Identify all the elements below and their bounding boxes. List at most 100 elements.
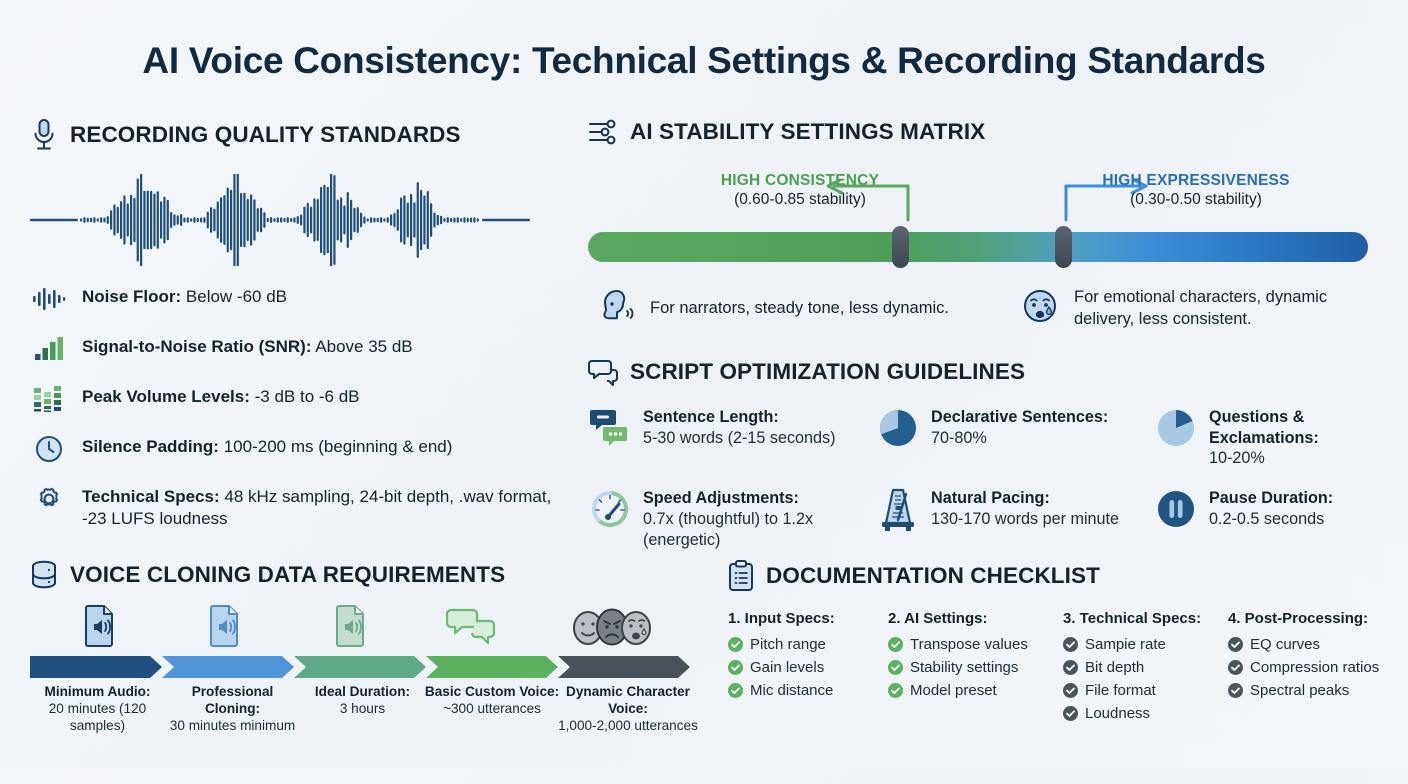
item-value: Below -60 dB	[185, 287, 288, 306]
guideline-text: Sentence Length: 5-30 words (2-15 second…	[643, 406, 836, 448]
arrow-left-icon	[826, 180, 910, 222]
speech-bubbles-icon	[588, 358, 618, 386]
checklist-item-label: Model preset	[910, 682, 997, 699]
check-circle-icon	[1228, 660, 1243, 675]
stage-key: Professional Cloning:	[191, 684, 274, 716]
guideline-value: 5-30 words (2-15 seconds)	[643, 428, 836, 447]
audio-waveform	[30, 166, 570, 274]
check-circle-icon	[888, 660, 903, 675]
guideline-key: Natural Pacing:	[931, 489, 1050, 508]
voice-cloning-header: VOICE CLONING DATA REQUIREMENTS	[30, 560, 710, 590]
documentation-checklist-title: DOCUMENTATION CHECKLIST	[766, 563, 1100, 588]
expressiveness-knob[interactable]	[1055, 226, 1072, 268]
label-subtitle: (0.30-0.50 stability)	[1130, 191, 1262, 208]
checklist-item[interactable]: File format	[1063, 682, 1228, 699]
item-key: Silence Padding:	[82, 437, 219, 456]
checklist-item[interactable]: EQ curves	[1228, 636, 1388, 653]
checklist-item[interactable]: Loudness	[1063, 705, 1228, 722]
check-circle-icon	[728, 683, 743, 698]
stage-label-ideal-duration: Ideal Duration: 3 hours	[295, 684, 430, 718]
script-optimization-header: SCRIPT OPTIMIZATION GUIDELINES	[588, 358, 1378, 386]
checklist-item[interactable]: Bit depth	[1063, 659, 1228, 676]
checklist-item[interactable]: Model preset	[888, 682, 1063, 699]
persona-narrator: For narrators, steady tone, less dynamic…	[594, 284, 949, 333]
peak-meter-icon	[30, 384, 68, 414]
stage-label-professional-cloning: Professional Cloning: 30 minutes minimum	[165, 684, 300, 735]
recording-quality-list: Noise Floor: Below -60 dB Signal-to-Nois…	[30, 284, 570, 531]
voice-cloning-section: VOICE CLONING DATA REQUIREMENTS	[19, 560, 710, 784]
checklist-column-title: 4. Post-Processing:	[1228, 610, 1369, 627]
gear-icon	[30, 484, 68, 514]
guideline-value: 130-170 words per minute	[931, 509, 1120, 528]
checklist-item-label: Loudness	[1085, 705, 1151, 722]
item-value: 48 kHz sampling, 24-bit depth, .wav form…	[82, 487, 552, 529]
guideline-key: Sentence Length:	[643, 408, 779, 426]
guideline-text: Natural Pacing: 130-170 words per minute	[931, 487, 1119, 529]
stage-icon-minimum-audio	[70, 604, 130, 653]
metronome-icon	[876, 487, 920, 532]
stage-value: 3 hours	[339, 700, 386, 716]
stability-slider[interactable]	[588, 226, 1378, 268]
list-item-text: Noise Floor: Below -60 dB	[82, 284, 287, 308]
consistency-knob[interactable]	[892, 226, 909, 268]
stage-label-basic-custom-voice: Basic Custom Voice: ~300 utterances	[422, 684, 562, 718]
checklist-item-label: File format	[1085, 682, 1156, 699]
stability-matrix-section: AI STABILITY SETTINGS MATRIX HIGH CONSIS…	[588, 118, 1378, 340]
checklist-item-label: Sampie rate	[1085, 636, 1166, 653]
checklist-item[interactable]: Stability settings	[888, 659, 1063, 676]
stage-value: 1,000-2,000 utterances	[558, 717, 698, 733]
documentation-checklist-header: DOCUMENTATION CHECKLIST	[728, 560, 1388, 592]
stage-key: Ideal Duration:	[314, 684, 411, 699]
guideline-text: Speed Adjustments: 0.7x (thoughtful) to …	[643, 487, 876, 550]
checklist-item[interactable]: Mic distance	[728, 682, 888, 699]
persona-emotional: For emotional characters, dynamic delive…	[1018, 284, 1378, 333]
stage-value: ~300 utterances	[443, 700, 541, 716]
guideline-sentence-length: Sentence Length: 5-30 words (2-15 second…	[588, 406, 876, 469]
guideline-text: Pause Duration: 0.2-0.5 seconds	[1209, 487, 1333, 529]
microphone-icon	[30, 118, 58, 152]
slider-track[interactable]	[588, 232, 1368, 262]
list-item-text: Signal-to-Noise Ratio (SNR): Above 35 dB	[82, 334, 413, 358]
checklist-item[interactable]: Gain levels	[728, 659, 888, 676]
list-item-technical-specs: Technical Specs: 48 kHz sampling, 24-bit…	[30, 484, 570, 531]
clock-icon	[30, 434, 68, 464]
check-circle-icon	[1228, 683, 1243, 698]
pie-chart-declarative-icon	[876, 406, 920, 450]
stage-icon-basic-custom-voice	[442, 604, 502, 653]
checklist-item-label: Transpose values	[910, 636, 1028, 653]
stage-icon-ideal-duration	[321, 604, 381, 653]
guideline-declarative-sentences: Declarative Sentences: 70-80%	[876, 406, 1154, 469]
chat-bubbles-icon	[588, 406, 632, 450]
guideline-value: 0.2-0.5 seconds	[1209, 509, 1325, 528]
item-key: Technical Specs:	[82, 487, 220, 506]
persona-text: For narrators, steady tone, less dynamic…	[650, 298, 949, 317]
checklist-item[interactable]: Spectral peaks	[1228, 682, 1388, 699]
pie-chart-questions-icon	[1154, 406, 1198, 450]
check-circle-icon	[1063, 637, 1078, 652]
checklist-item[interactable]: Transpose values	[888, 636, 1063, 653]
checklist-item[interactable]: Sampie rate	[1063, 636, 1228, 653]
stage-key: Dynamic Character Voice:	[566, 684, 690, 716]
check-circle-icon	[1063, 660, 1078, 675]
script-optimization-title: SCRIPT OPTIMIZATION GUIDELINES	[630, 359, 1026, 384]
guideline-key: Declarative Sentences:	[931, 408, 1109, 426]
arrow-right-icon	[1064, 180, 1148, 222]
checklist-item[interactable]: Compression ratios	[1228, 659, 1388, 676]
checklist-item[interactable]: Pitch range	[728, 636, 888, 653]
stability-matrix-title: AI STABILITY SETTINGS MATRIX	[630, 119, 986, 144]
recording-quality-header: RECORDING QUALITY STANDARDS	[30, 118, 570, 152]
guideline-questions-exclamations: Questions & Exclamations: 10-20%	[1154, 406, 1378, 469]
guideline-key: Speed Adjustments:	[643, 489, 799, 508]
recording-quality-title: RECORDING QUALITY STANDARDS	[70, 122, 461, 147]
item-key: Noise Floor:	[82, 287, 182, 306]
script-guidelines-grid: Sentence Length: 5-30 words (2-15 second…	[588, 406, 1378, 550]
guideline-key: Pause Duration:	[1209, 489, 1334, 508]
item-value: -3 dB to -6 dB	[254, 387, 360, 406]
list-item-noise-floor: Noise Floor: Below -60 dB	[30, 284, 570, 314]
persona-text: For emotional characters, dynamic delive…	[1074, 288, 1328, 328]
checklist-item-label: Bit depth	[1085, 659, 1145, 676]
